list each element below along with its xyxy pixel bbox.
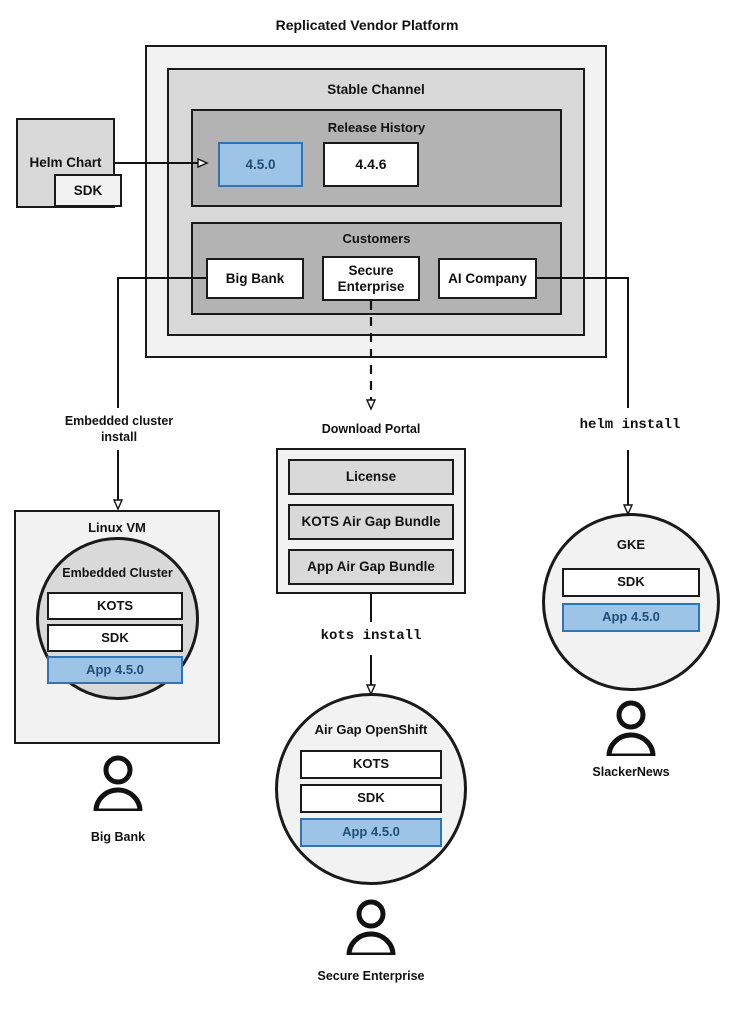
linux-vm-title: Linux VM xyxy=(88,520,146,535)
download-portal-item-kots-air-gap-bundle[interactable]: KOTS Air Gap Bundle xyxy=(288,504,454,540)
customer-box-big-bank[interactable]: Big Bank xyxy=(206,258,304,299)
linux-vm-component-app[interactable]: App 4.5.0 xyxy=(47,656,183,684)
release-history-title: Release History xyxy=(327,120,426,135)
download-portal-item-license[interactable]: License xyxy=(288,459,454,495)
download-portal-title: Download Portal xyxy=(321,422,421,436)
customer-box-ai-company[interactable]: AI Company xyxy=(438,258,537,299)
customers-title: Customers xyxy=(342,231,411,246)
air-gap-openshift-customer-label: Secure Enterprise xyxy=(317,969,425,983)
gke-component-app[interactable]: App 4.5.0 xyxy=(562,603,700,632)
kots-install-label: kots install xyxy=(320,628,422,644)
linux-vm-customer-label: Big Bank xyxy=(90,830,146,844)
customer-box-secure-enterprise[interactable]: Secure Enterprise xyxy=(322,256,420,301)
air-gap-openshift-title: Air Gap OpenShift xyxy=(314,722,428,737)
helm-install-label: helm install xyxy=(579,417,681,433)
gke-customer-label: SlackerNews xyxy=(592,765,670,779)
gke-title: GKE xyxy=(616,537,646,552)
slackernews-person-icon xyxy=(605,700,657,759)
linux-vm-component-sdk[interactable]: SDK xyxy=(47,624,183,652)
download-portal-item-app-air-gap-bundle[interactable]: App Air Gap Bundle xyxy=(288,549,454,585)
embedded-cluster-title: Embedded Cluster xyxy=(62,566,173,580)
helm-chart-sdk-box[interactable]: SDK xyxy=(54,174,122,207)
air-gap-openshift-component-sdk[interactable]: SDK xyxy=(300,784,442,813)
gke-component-sdk[interactable]: SDK xyxy=(562,568,700,597)
stable-channel-title: Stable Channel xyxy=(327,82,425,97)
page-title: Replicated Vendor Platform xyxy=(275,17,459,33)
embedded-cluster-install-label: Embedded cluster install xyxy=(64,414,174,444)
release-chip-4-5-0[interactable]: 4.5.0 xyxy=(218,142,303,187)
air-gap-openshift-component-kots[interactable]: KOTS xyxy=(300,750,442,779)
big-bank-person-icon xyxy=(92,755,144,814)
air-gap-openshift-component-app[interactable]: App 4.5.0 xyxy=(300,818,442,847)
secure-enterprise-person-icon xyxy=(345,899,397,958)
linux-vm-component-kots[interactable]: KOTS xyxy=(47,592,183,620)
release-chip-4-4-6[interactable]: 4.4.6 xyxy=(323,142,419,187)
